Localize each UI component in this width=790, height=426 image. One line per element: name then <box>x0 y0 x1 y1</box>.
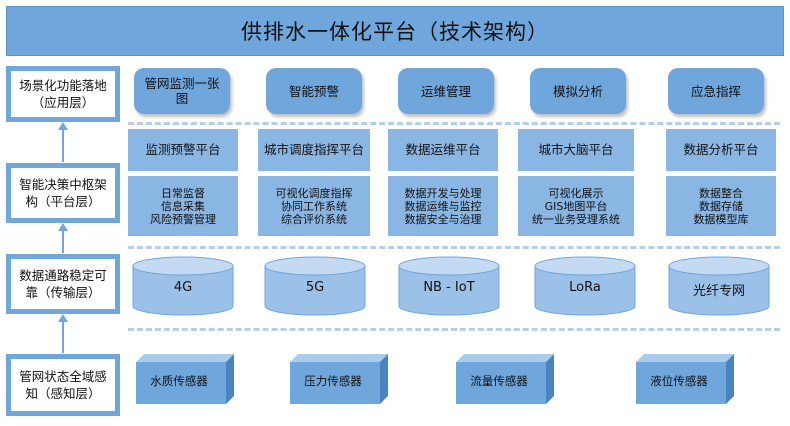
platform-item: 风险预警管理 <box>150 212 216 226</box>
platform-item: GIS地图平台 <box>544 199 608 213</box>
platform-item: 统一业务受理系统 <box>532 212 620 226</box>
layer-label-transport: 数据通路稳定可靠（传输层） <box>6 254 120 314</box>
platform-item: 数据模型库 <box>693 212 749 226</box>
platform-data-ops-items: 数据开发与处理 数据运维与监控 数据安全与治理 <box>388 176 498 236</box>
sensor-level: 液位传感器 <box>636 354 736 404</box>
platform-item: 可视化展示 <box>548 186 604 200</box>
transport-label: NB - IoT <box>423 280 475 295</box>
transport-nb-iot: NB - IoT <box>398 256 500 316</box>
layer-label-platform: 智能决策中枢架构（平台层） <box>6 163 120 223</box>
platform-item: 日常监督 <box>161 186 205 200</box>
cylinder-shape <box>534 256 636 316</box>
platform-city-brain-items: 可视化展示 GIS地图平台 统一业务受理系统 <box>518 176 634 236</box>
cylinder-shape <box>398 256 500 316</box>
transport-label: LoRa <box>569 280 601 295</box>
up-arrow-icon <box>57 223 69 254</box>
platform-item: 可视化调度指挥 <box>275 186 353 200</box>
platform-item: 数据运维与监控 <box>404 199 482 213</box>
platform-item: 数据安全与治理 <box>404 212 482 226</box>
app-smart-warning: 智能预警 <box>266 68 362 114</box>
platform-data-analysis-items: 数据整合 数据存储 数据模型库 <box>666 176 776 236</box>
sensor-box-shape <box>290 354 388 404</box>
platform-item: 综合评价系统 <box>281 212 347 226</box>
platform-data-ops: 数据运维平台 <box>388 129 498 171</box>
platform-monitoring-warning-items: 日常监督 信息采集 风险预警管理 <box>128 176 238 236</box>
sensor-label: 水质传感器 <box>150 374 208 388</box>
platform-item: 协同工作系统 <box>281 199 347 213</box>
platform-data-analysis: 数据分析平台 <box>666 129 776 171</box>
transport-label: 4G <box>173 280 193 295</box>
platform-item: 数据开发与处理 <box>404 186 482 200</box>
sensor-pressure: 压力传感器 <box>290 354 390 404</box>
sensor-box-shape <box>136 354 234 404</box>
cylinder-shape <box>132 256 234 316</box>
app-simulation-analysis: 模拟分析 <box>530 68 626 114</box>
layer-label-application: 场景化功能落地（应用层） <box>6 66 120 122</box>
up-arrow-icon <box>57 122 69 163</box>
app-ops-management: 运维管理 <box>398 68 494 114</box>
sensor-label: 压力传感器 <box>304 374 362 388</box>
platform-title: 供排水一体化平台（技术架构） <box>6 6 784 56</box>
platform-monitoring-warning: 监测预警平台 <box>128 129 238 171</box>
sensor-box-shape <box>456 354 554 404</box>
transport-fiber: 光纤专网 <box>668 256 770 316</box>
up-arrow-icon <box>57 314 69 354</box>
layer-separator <box>128 122 780 125</box>
cylinder-shape <box>264 256 366 316</box>
sensor-label: 液位传感器 <box>650 374 708 388</box>
transport-4g: 4G <box>132 256 234 316</box>
sensor-water-quality: 水质传感器 <box>136 354 236 404</box>
transport-lora: LoRa <box>534 256 636 316</box>
platform-item: 数据存储 <box>699 199 743 213</box>
transport-5g: 5G <box>264 256 366 316</box>
app-emergency-command: 应急指挥 <box>668 68 764 114</box>
layer-separator <box>128 328 780 331</box>
transport-label: 5G <box>305 280 325 295</box>
platform-city-dispatch: 城市调度指挥平台 <box>258 129 370 171</box>
sensor-label: 流量传感器 <box>470 374 528 388</box>
transport-label: 光纤专网 <box>692 284 745 299</box>
app-pipe-monitoring-map: 管网监测一张图 <box>134 68 230 114</box>
platform-city-dispatch-items: 可视化调度指挥 协同工作系统 综合评价系统 <box>258 176 370 236</box>
layer-separator <box>128 246 780 249</box>
platform-item: 信息采集 <box>161 199 205 213</box>
platform-city-brain: 城市大脑平台 <box>518 129 634 171</box>
sensor-box-shape <box>636 354 734 404</box>
platform-item: 数据整合 <box>699 186 743 200</box>
cylinder-shape <box>668 256 770 316</box>
sensor-flow: 流量传感器 <box>456 354 556 404</box>
layer-label-perception: 管网状态全域感知（感知层） <box>6 354 120 416</box>
